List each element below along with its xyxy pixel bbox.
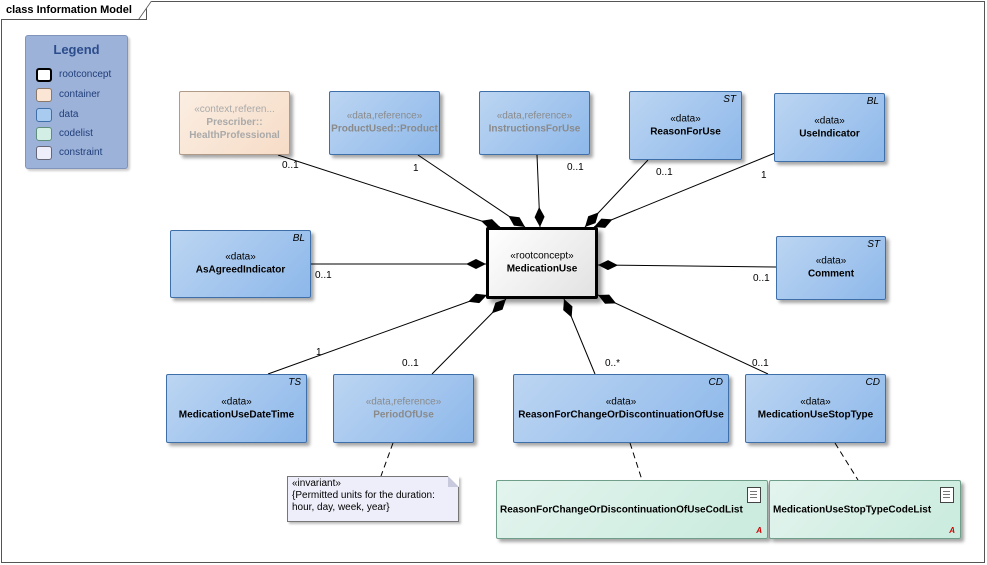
class-name: InstructionsForUse	[488, 123, 581, 135]
document-icon	[747, 487, 761, 503]
document-icon	[940, 487, 954, 503]
class-medication-use-stop-type[interactable]: CD «data» MedicationUseStopType	[745, 374, 886, 443]
assoc-product-used	[417, 154, 526, 228]
legend-swatch-container	[36, 88, 52, 102]
codelist-link-reason	[629, 442, 643, 481]
multiplicity-use-datetime: 1	[316, 347, 322, 358]
multiplicity-use-indicator: 1	[761, 170, 767, 181]
abstract-marker: A	[949, 526, 955, 535]
class-name: ReasonForChangeOrDiscontinuationOfUse	[518, 409, 724, 420]
datatype-tag: CD	[708, 377, 723, 388]
datatype-tag: BL	[866, 96, 879, 107]
codelist-link-stop	[834, 442, 859, 481]
class-stereotype: «data»	[814, 115, 845, 126]
note-stereotype: «invariant»	[292, 478, 341, 489]
legend-label: constraint	[59, 147, 103, 158]
note-text: {Permitted units for the duration: hour,…	[292, 490, 435, 513]
class-stereotype: «data»	[815, 255, 847, 267]
codelist-stop-type[interactable]: MedicationUseStopTypeCodeList A	[769, 480, 961, 539]
class-medication-use-root[interactable]: «rootconcept» MedicationUse	[486, 227, 598, 299]
class-stereotype: «data»	[670, 113, 701, 124]
class-name: ProductUsed::Product	[331, 123, 438, 135]
class-product-used[interactable]: «data,reference» ProductUsed::Product	[329, 91, 440, 155]
assoc-use-datetime	[267, 293, 488, 375]
assoc-instructions	[534, 154, 545, 228]
class-stereotype: «data»	[221, 396, 252, 407]
class-stereotype: «data»	[800, 396, 831, 407]
legend-label: codelist	[59, 128, 93, 139]
codelist-name: MedicationUseStopTypeCodeList	[773, 504, 932, 515]
legend-title: Legend	[53, 42, 100, 57]
codelist-name: ReasonForChangeOrDiscontinuationOfUseCod…	[500, 504, 743, 515]
legend-swatch-codelist	[36, 127, 52, 141]
class-stereotype: «data,reference»	[496, 110, 573, 122]
note-link	[380, 442, 394, 477]
class-name: MedicationUse	[506, 263, 578, 275]
legend-label: container	[59, 89, 101, 100]
class-period-of-use[interactable]: «data,reference» PeriodOfUse	[333, 374, 474, 443]
datatype-tag: TS	[288, 377, 301, 388]
legend-swatch-rootconcept	[36, 68, 52, 82]
legend-label: rootconcept	[59, 69, 112, 80]
class-reason-for-change[interactable]: CD «data» ReasonForChangeOrDiscontinuati…	[513, 374, 729, 443]
legend: Legend rootconcept container data codeli…	[25, 35, 128, 169]
legend-swatch-constraint	[36, 146, 52, 160]
assoc-stop-type	[597, 294, 769, 375]
datatype-tag: ST	[867, 239, 880, 250]
class-medication-use-datetime[interactable]: TS «data» MedicationUseDateTime	[166, 374, 307, 443]
class-stereotype: «data,reference»	[365, 396, 442, 407]
class-name: MedicationUseStopType	[757, 409, 874, 420]
datatype-tag: CD	[865, 377, 880, 388]
codelist-reason-for-change[interactable]: ReasonForChangeOrDiscontinuationOfUseCod…	[496, 480, 768, 539]
class-stereotype: «data»	[605, 396, 637, 407]
class-stereotype: «context,referen...	[194, 104, 275, 115]
class-comment[interactable]: ST «data» Comment	[776, 236, 886, 300]
class-stereotype: «rootconcept»	[510, 250, 574, 262]
multiplicity-prescriber: 0..1	[282, 160, 299, 171]
assoc-prescriber	[277, 154, 501, 229]
multiplicity-instructions: 0..1	[567, 162, 584, 173]
assoc-period-of-use	[431, 298, 507, 375]
class-as-agreed-indicator[interactable]: BL «data» AsAgreedIndicator	[170, 230, 311, 298]
multiplicity-as-agreed: 0..1	[315, 270, 332, 281]
assoc-reason-for-change	[563, 298, 596, 375]
class-reason-for-use[interactable]: ST «data» ReasonForUse	[629, 91, 742, 160]
class-name: UseIndicator	[799, 128, 860, 139]
multiplicity-reason-for-use: 0..1	[656, 167, 673, 178]
class-name: Prescriber:: HealthProfessional	[189, 117, 280, 141]
assoc-use-indicator	[593, 152, 776, 228]
class-stereotype: «data,reference»	[346, 110, 423, 122]
class-prescriber[interactable]: «context,referen... Prescriber:: HealthP…	[179, 91, 290, 155]
datatype-tag: BL	[292, 233, 305, 244]
legend-swatch-data	[36, 108, 52, 122]
class-name: PeriodOfUse	[373, 409, 434, 420]
class-stereotype: «data»	[225, 251, 256, 263]
abstract-marker: A	[756, 526, 762, 535]
datatype-tag: ST	[723, 94, 736, 105]
frame-title: class Information Model	[1, 1, 147, 20]
multiplicity-product-used: 1	[413, 163, 419, 174]
assoc-reason-for-use	[584, 159, 649, 228]
class-name: MedicationUseDateTime	[178, 409, 295, 420]
invariant-note[interactable]: «invariant» {Permitted units for the dur…	[287, 476, 459, 522]
class-instructions-for-use[interactable]: «data,reference» InstructionsForUse	[479, 91, 590, 155]
class-name: Comment	[807, 268, 855, 280]
legend-label: data	[59, 109, 79, 120]
multiplicity-comment: 0..1	[753, 273, 770, 284]
multiplicity-period-of-use: 0..1	[402, 358, 419, 369]
multiplicity-stop-type: 0..1	[752, 358, 769, 369]
class-name: AsAgreedIndicator	[195, 264, 286, 276]
assoc-comment	[597, 260, 777, 271]
multiplicity-reason-for-change: 0..*	[605, 358, 621, 369]
class-name: ReasonForUse	[650, 126, 721, 137]
class-use-indicator[interactable]: BL «data» UseIndicator	[774, 93, 885, 162]
